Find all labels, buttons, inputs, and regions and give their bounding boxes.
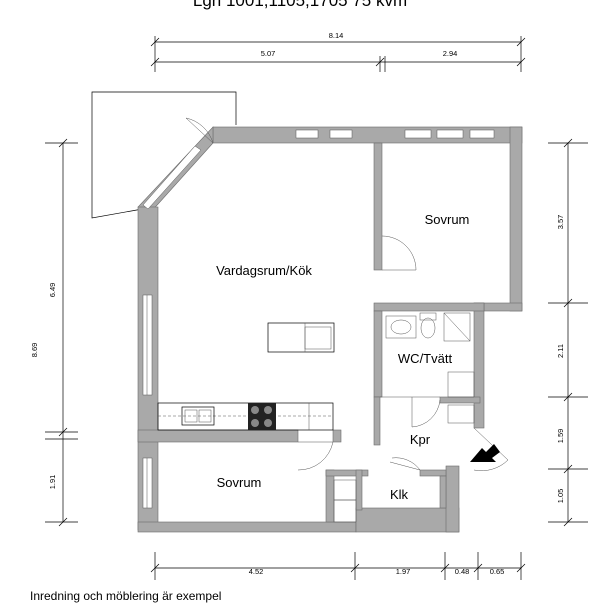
dim-right-1: 3.57	[556, 215, 565, 230]
windows	[142, 129, 495, 509]
dim-top-total: 8.14	[329, 31, 344, 40]
dim-top-left: 5.07	[261, 49, 276, 58]
dim-left-lower: 1.91	[48, 475, 57, 490]
dim-bottom-2: 1.97	[396, 567, 411, 576]
doors	[185, 117, 509, 471]
stove-icon	[248, 403, 276, 430]
room-bedroom-1: Sovrum	[425, 212, 470, 227]
dimension-lines	[45, 36, 588, 580]
fixtures	[157, 312, 475, 523]
plan-title: Lgh 1001,1105,1705 75 kvm	[192, 0, 408, 10]
dim-bottom-3: 0.48	[455, 567, 470, 576]
toilet-icon	[419, 312, 437, 339]
dim-right-2: 2.11	[556, 344, 565, 358]
dim-left-total: 8.69	[30, 343, 39, 358]
walls	[137, 126, 523, 533]
room-closet: Klk	[390, 487, 409, 502]
room-labels: Vardagsrum/Kök Sovrum WC/Tvätt Kpr Sovru…	[216, 212, 469, 502]
dimension-labels: 8.14 5.07 2.94 8.69 6.49 1.91 3.57 2.11 …	[30, 31, 565, 576]
dim-right-4: 1.05	[556, 489, 565, 504]
room-wc: WC/Tvätt	[398, 351, 453, 366]
dim-bottom-1: 4.52	[249, 567, 264, 576]
entrance-arrow-icon	[470, 444, 500, 462]
dim-right-3: 1.59	[556, 429, 565, 444]
room-hall: Kpr	[410, 432, 431, 447]
sink-icon	[181, 406, 215, 426]
room-bedroom-2: Sovrum	[217, 475, 262, 490]
dim-left-upper: 6.49	[48, 283, 57, 298]
furnishing-note: Inredning och möblering är exempel	[30, 589, 222, 603]
balcony	[91, 91, 237, 219]
dim-bottom-4: 0.65	[490, 567, 505, 576]
room-living-kitchen: Vardagsrum/Kök	[216, 263, 312, 278]
washbasin-icon	[385, 315, 417, 339]
dim-top-right: 2.94	[443, 49, 458, 58]
